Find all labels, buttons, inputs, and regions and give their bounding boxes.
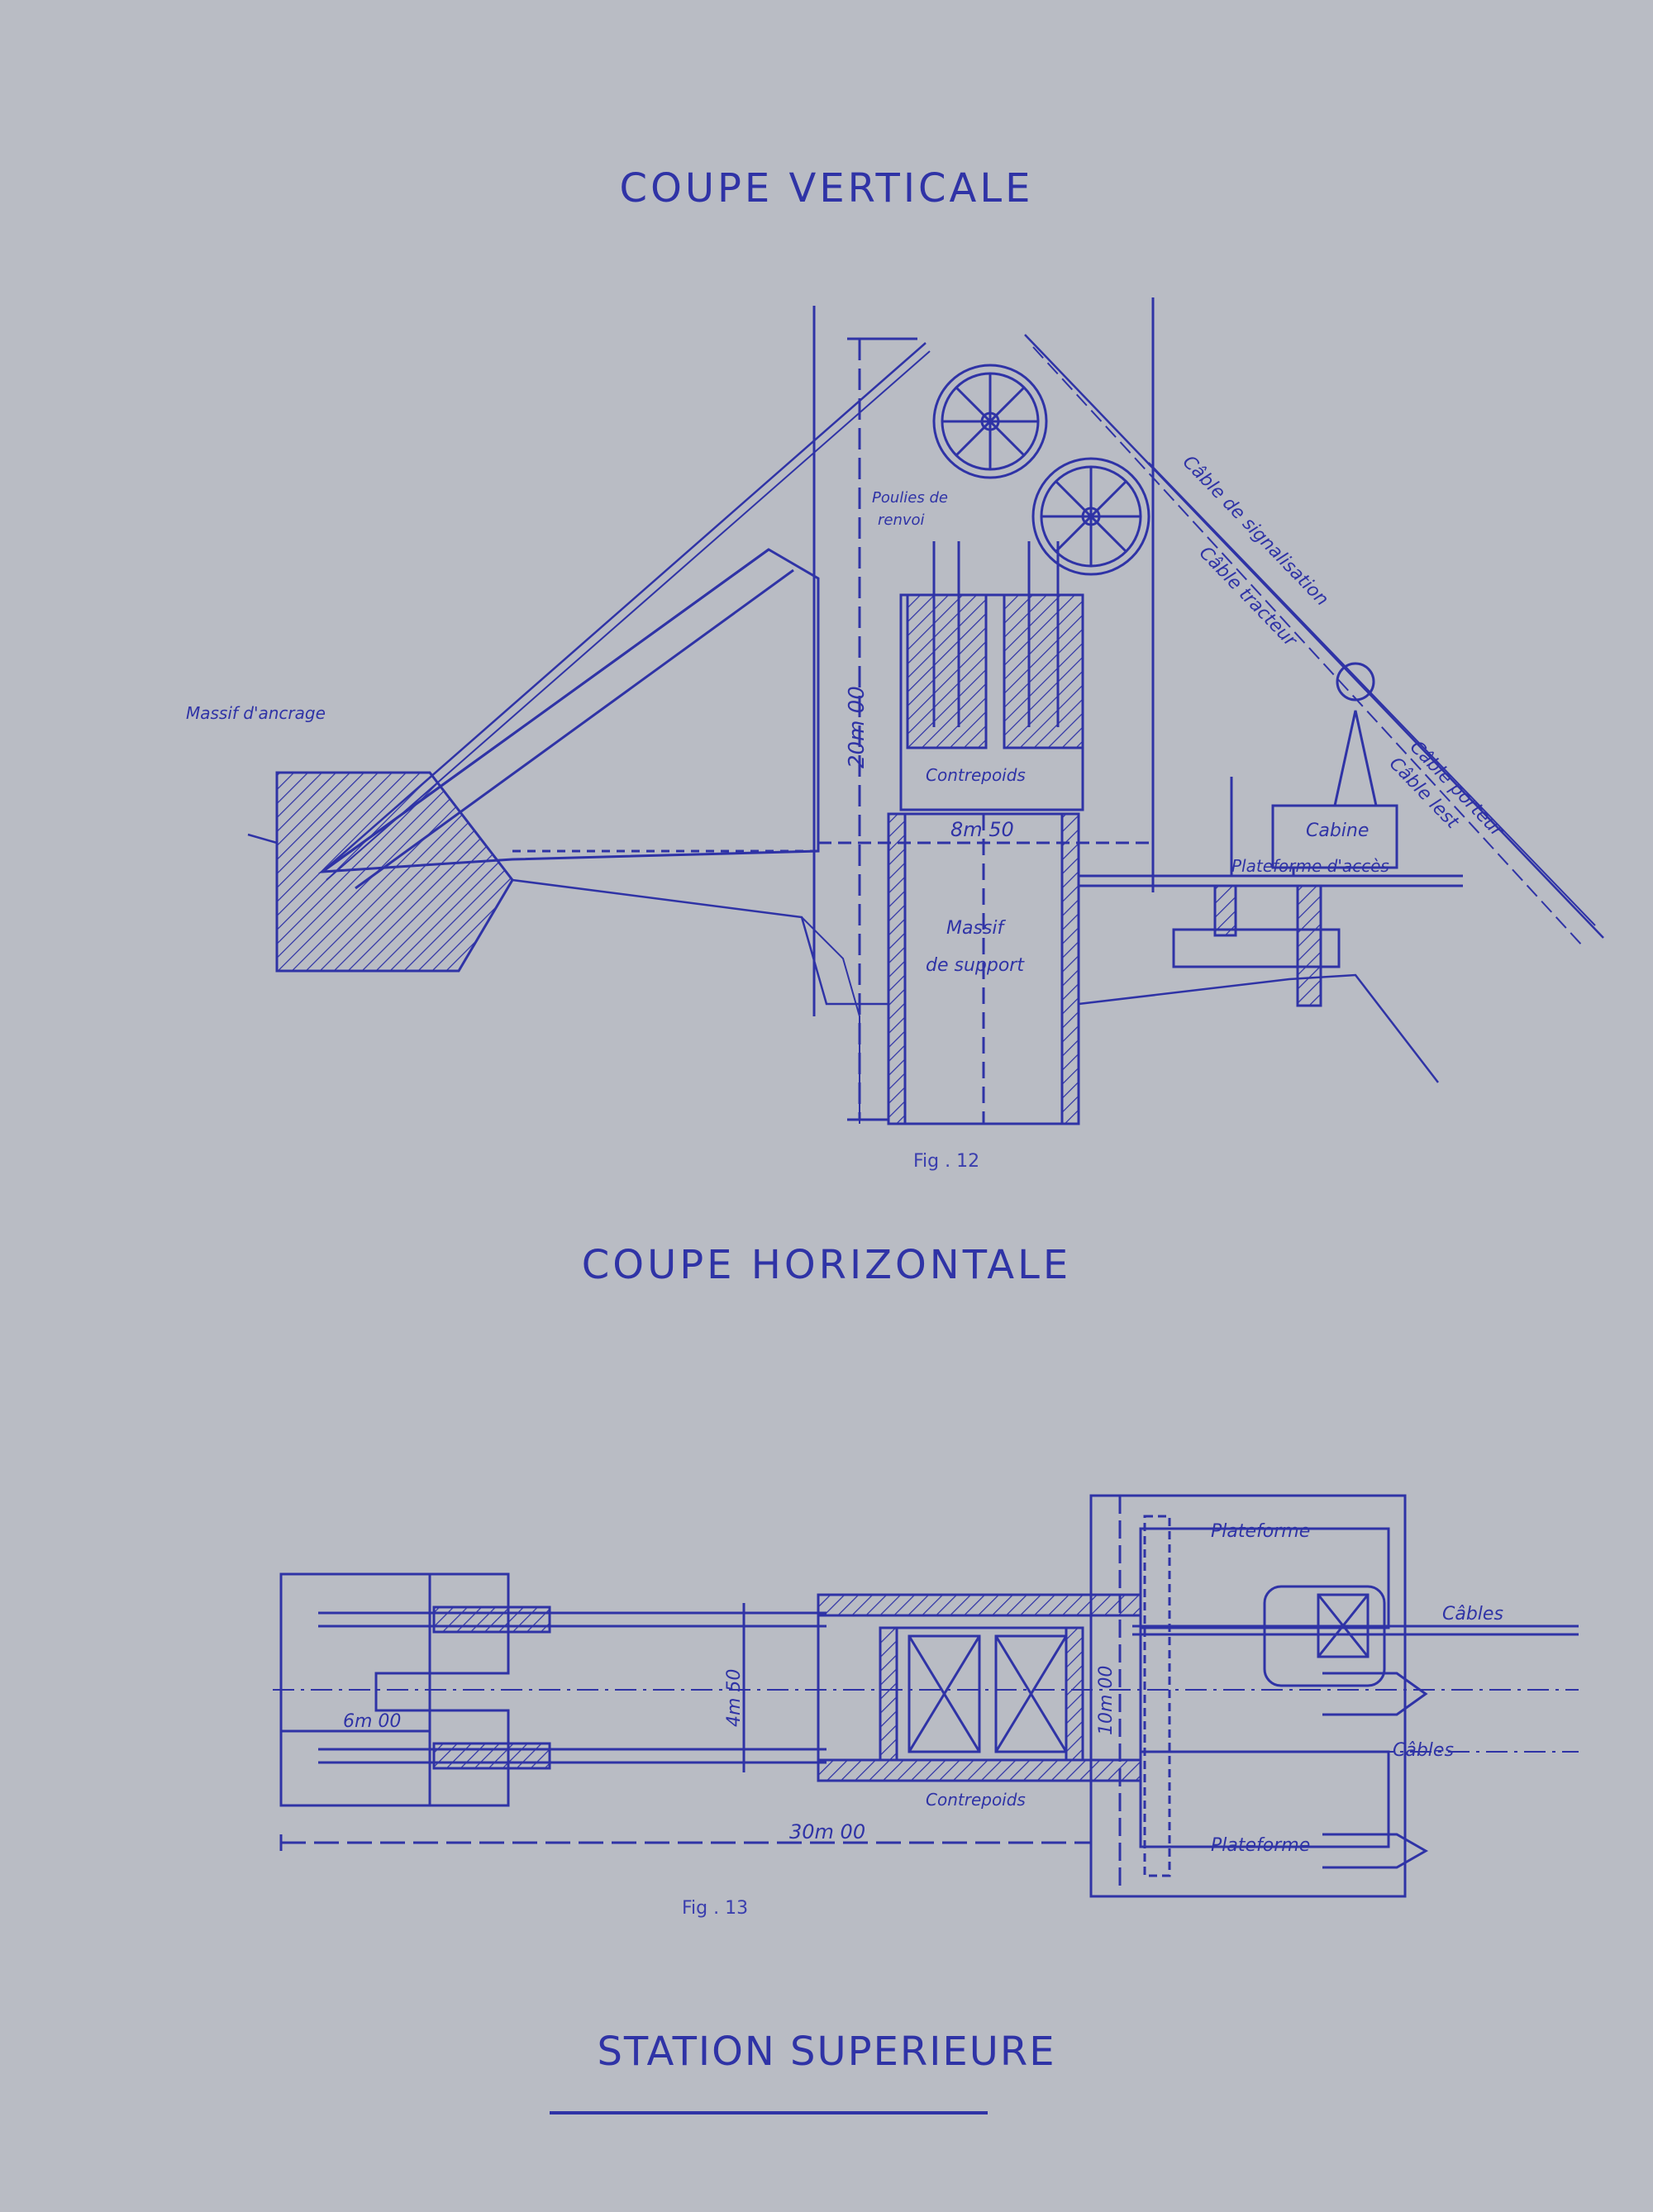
label-contrepoids: Contrepoids bbox=[926, 765, 1026, 785]
label-cabine: Cabine bbox=[1306, 821, 1369, 841]
label-dim-6: 6m 00 bbox=[343, 1711, 401, 1732]
label-plateforme-top: Plateforme bbox=[1211, 1521, 1310, 1542]
counterweight-right-plan bbox=[994, 1634, 1068, 1753]
title-coupe-verticale: COUPE VERTICALE bbox=[619, 165, 1034, 212]
label-dim-10: 10m 00 bbox=[1096, 1666, 1117, 1735]
title-station-superieure: STATION SUPERIEURE bbox=[597, 2029, 1056, 2075]
fig13-horizontal-section: Plateforme Plateforme Câbles Câbles Cont… bbox=[273, 1494, 1579, 1898]
label-dim-30: 30m 00 bbox=[789, 1820, 865, 1843]
label-massif-support-2: de support bbox=[926, 955, 1025, 976]
counterweight-left-plan bbox=[907, 1634, 981, 1753]
label-height: 20m 00 bbox=[845, 686, 869, 768]
counterweight-right bbox=[1003, 593, 1084, 749]
label-dim-4-5: 4m 50 bbox=[724, 1669, 745, 1727]
ground-line bbox=[247, 833, 1439, 1083]
fig13-caption: Fig . 13 bbox=[682, 1898, 749, 1919]
label-massif-support-1: Massif bbox=[946, 918, 1006, 939]
platform-frame bbox=[1089, 1494, 1407, 1898]
label-plateforme-acces: Plateforme d'accès bbox=[1231, 856, 1389, 876]
fig12-vertical-section: Massif d'ancrage Poulies de renvoi Contr… bbox=[186, 297, 1604, 1125]
cabin-icon bbox=[1271, 662, 1398, 876]
return-pulley-upper bbox=[932, 364, 1048, 479]
label-poulies-1: Poulies de bbox=[872, 489, 948, 507]
cabin-plan-icon bbox=[1263, 1585, 1386, 1687]
label-poulies-2: renvoi bbox=[878, 511, 925, 529]
label-width: 8m 50 bbox=[950, 818, 1014, 841]
title-coupe-horizontale: COUPE HORIZONTALE bbox=[581, 1242, 1072, 1288]
anchor-massif bbox=[275, 771, 514, 973]
label-cables-mid: Câbles bbox=[1393, 1740, 1454, 1761]
title-underline bbox=[550, 2111, 988, 2114]
label-massif-ancrage: Massif d'ancrage bbox=[186, 703, 326, 723]
label-plateforme-bottom: Plateforme bbox=[1211, 1835, 1310, 1856]
label-cables-top: Câbles bbox=[1442, 1604, 1503, 1625]
fig12-caption: Fig . 12 bbox=[913, 1151, 980, 1172]
return-pulley-lower bbox=[1031, 457, 1150, 576]
counterweight-left bbox=[906, 593, 988, 749]
label-contrepoids-plan: Contrepoids bbox=[926, 1790, 1026, 1810]
